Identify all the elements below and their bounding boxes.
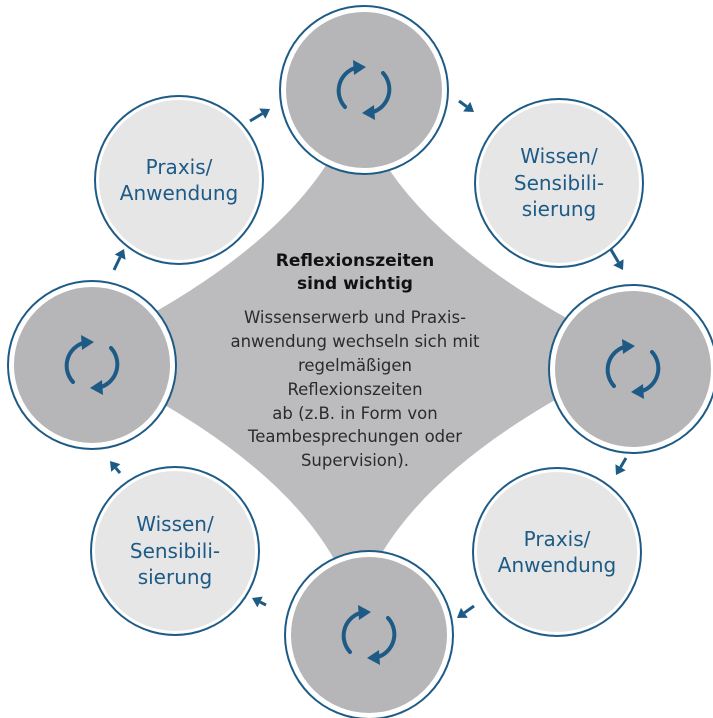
cycle-arrowhead — [367, 650, 380, 665]
arrow-icon — [110, 461, 121, 472]
node-wissen-left: Wissen/ Sensibili- sierung — [92, 468, 258, 634]
arrow-icon — [613, 259, 624, 270]
cycle-arrowhead — [358, 605, 371, 620]
cycle-arc — [64, 341, 85, 384]
flow-arrow-line — [114, 466, 122, 474]
node-praxis-top-label: Praxis/ Anwendung — [119, 154, 239, 205]
node-praxis-top: Praxis/ Anwendung — [96, 97, 262, 263]
arrow-icon — [252, 596, 263, 608]
node-wissen-left-label: Wissen/ Sensibili- sierung — [129, 512, 221, 590]
center-description: Wissenserwerb und Praxis- anwendung wech… — [230, 307, 480, 471]
cycle-node-top — [281, 7, 447, 173]
cycle-arrowhead — [362, 105, 375, 120]
cycle-arc — [336, 66, 357, 109]
refresh-cycle-icon — [64, 335, 120, 395]
flow-arrows — [110, 99, 628, 618]
cycle-arc — [605, 345, 626, 388]
cycle-arrowhead — [631, 384, 644, 399]
cycle-arc — [99, 346, 120, 389]
cycle-arc — [371, 71, 392, 114]
cycle-node-left — [9, 282, 175, 448]
arrow-icon — [615, 464, 626, 475]
node-praxis-bottom-label: Praxis/ Anwendung — [497, 526, 617, 577]
cycle-arrowhead — [622, 339, 635, 354]
cycle-node-bottom — [286, 552, 452, 718]
node-wissen-right: Wissen/ Sensibili- sierung — [476, 100, 642, 266]
cycle-arc — [341, 611, 362, 654]
arrow-icon — [114, 249, 126, 260]
arrow-icon — [259, 108, 270, 119]
refresh-cycle-icon — [605, 339, 661, 399]
flow-arrow-line — [458, 99, 468, 108]
node-praxis-bottom: Praxis/ Anwendung — [474, 469, 640, 635]
center-text: Reflexionszeiten sind wichtig Wissenserw… — [230, 250, 480, 473]
flow-arrow-line — [463, 604, 475, 615]
cycle-arrowhead — [353, 60, 366, 75]
flow-arrow-line — [112, 256, 122, 271]
refresh-cycle-icon — [341, 605, 397, 665]
cycle-arc — [640, 350, 661, 393]
flow-arrow-line — [608, 247, 620, 264]
cycle-node-right — [550, 286, 713, 452]
flow-arrow-line — [249, 112, 264, 123]
flow-arrow-line — [619, 457, 628, 469]
cycle-arc — [376, 616, 397, 659]
center-title: Reflexionszeiten sind wichtig — [275, 251, 435, 294]
arrow-icon — [457, 607, 468, 618]
arrow-icon — [463, 101, 474, 112]
cycle-arrowhead — [81, 335, 94, 350]
flow-arrow-line — [259, 600, 267, 607]
center-diamond — [70, 100, 640, 612]
node-wissen-right-label: Wissen/ Sensibili- sierung — [513, 144, 605, 222]
cycle-arrowhead — [90, 380, 103, 395]
refresh-cycle-icon — [336, 60, 392, 120]
